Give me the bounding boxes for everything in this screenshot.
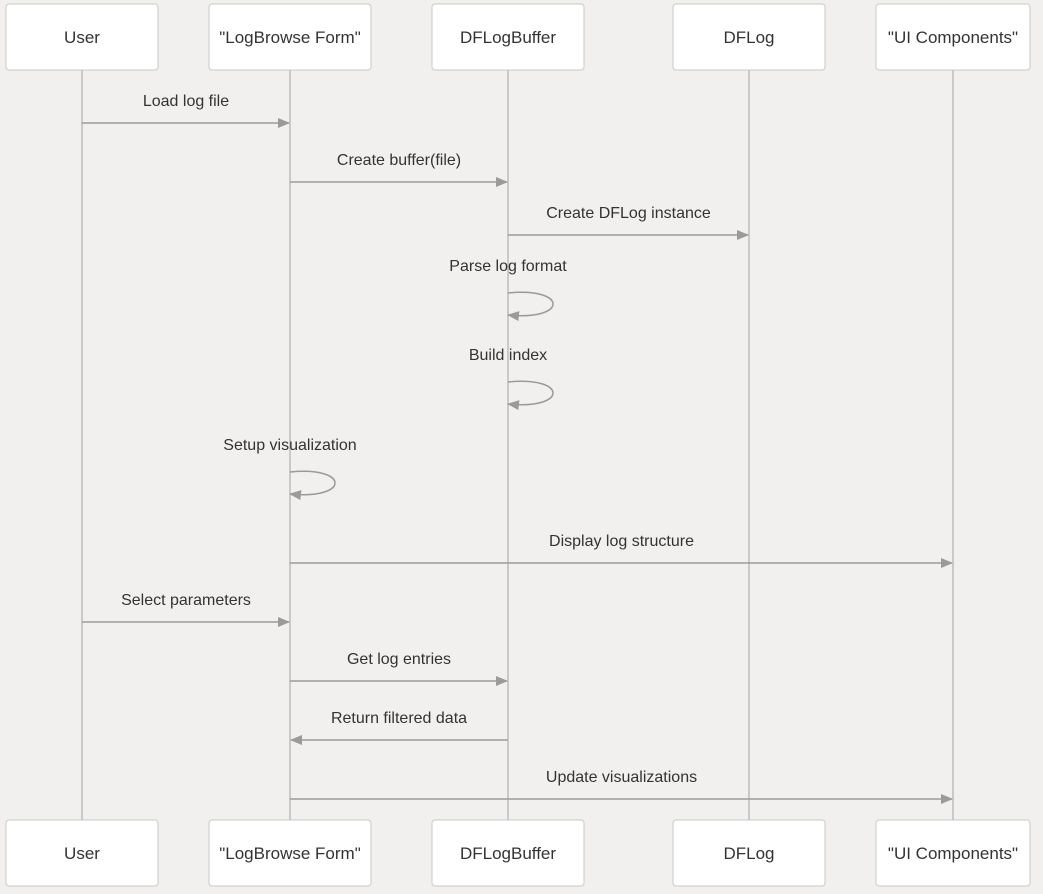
participant-label: "UI Components" bbox=[888, 844, 1018, 863]
message-label: Load log file bbox=[143, 93, 229, 110]
participant-label: DFLog bbox=[723, 28, 774, 47]
message-label: Get log entries bbox=[347, 651, 451, 668]
participant-box bbox=[431, 3, 585, 71]
participant-label: "LogBrowse Form" bbox=[219, 844, 361, 863]
participant-box bbox=[5, 3, 159, 71]
lifelines bbox=[81, 70, 954, 820]
participant-ui-bottom: "UI Components" bbox=[875, 819, 1031, 887]
participant-label: "LogBrowse Form" bbox=[219, 28, 361, 47]
message-label: Return filtered data bbox=[331, 710, 467, 727]
message-10: Return filtered data bbox=[290, 710, 508, 745]
participant-dflog-top: DFLog bbox=[672, 3, 826, 71]
message-label: Update visualizations bbox=[546, 769, 697, 786]
participant-box bbox=[875, 3, 1031, 71]
message-arrow bbox=[507, 291, 554, 322]
message-6: Setup visualization bbox=[223, 437, 357, 501]
message-arrow bbox=[507, 380, 554, 411]
participant-box bbox=[5, 819, 159, 887]
participant-buffer-top: DFLogBuffer bbox=[431, 3, 585, 71]
participant-box bbox=[875, 819, 1031, 887]
message-label: Create buffer(file) bbox=[337, 152, 461, 169]
participant-box bbox=[208, 3, 372, 71]
participant-label: User bbox=[64, 844, 100, 863]
message-8: Select parameters bbox=[82, 592, 290, 627]
message-7: Display log structure bbox=[290, 533, 953, 568]
message-label: Setup visualization bbox=[223, 437, 356, 454]
participant-label: User bbox=[64, 28, 100, 47]
participant-label: DFLogBuffer bbox=[460, 28, 556, 47]
participant-box bbox=[672, 3, 826, 71]
participant-user-top: User bbox=[5, 3, 159, 71]
participants-bottom: User "LogBrowse Form" DFLogBuffer DFLog "UI … bbox=[5, 819, 1031, 887]
participant-form-bottom: "LogBrowse Form" bbox=[208, 819, 372, 887]
message-label: Build index bbox=[469, 347, 547, 364]
participant-ui-top: "UI Components" bbox=[875, 3, 1031, 71]
participant-box bbox=[431, 819, 585, 887]
message-arrow bbox=[289, 470, 336, 501]
message-label: Display log structure bbox=[549, 533, 694, 550]
message-4: Parse log format bbox=[449, 258, 567, 322]
message-5: Build index bbox=[469, 347, 554, 411]
participant-label: "UI Components" bbox=[888, 28, 1018, 47]
participant-label: DFLog bbox=[723, 844, 774, 863]
message-label: Select parameters bbox=[121, 592, 251, 609]
participant-buffer-bottom: DFLogBuffer bbox=[431, 819, 585, 887]
message-label: Parse log format bbox=[449, 258, 567, 275]
participant-dflog-bottom: DFLog bbox=[672, 819, 826, 887]
message-3: Create DFLog instance bbox=[508, 205, 749, 240]
participant-box bbox=[672, 819, 826, 887]
participant-box bbox=[208, 819, 372, 887]
message-11: Update visualizations bbox=[290, 769, 953, 804]
participants-top: User "LogBrowse Form" DFLogBuffer DFLog "UI … bbox=[5, 3, 1031, 71]
participant-label: DFLogBuffer bbox=[460, 844, 556, 863]
message-9: Get log entries bbox=[290, 651, 508, 686]
message-1: Load log file bbox=[82, 93, 290, 128]
message-2: Create buffer(file) bbox=[290, 152, 508, 187]
participant-form-top: "LogBrowse Form" bbox=[208, 3, 372, 71]
message-label: Create DFLog instance bbox=[546, 205, 711, 222]
participant-user-bottom: User bbox=[5, 819, 159, 887]
